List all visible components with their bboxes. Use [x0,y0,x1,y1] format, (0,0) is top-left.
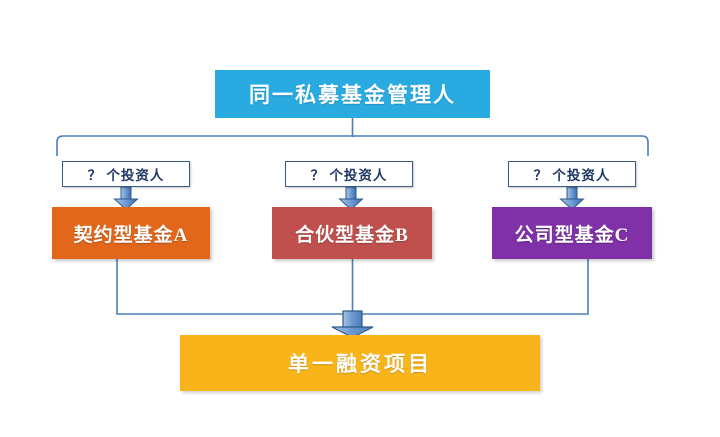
fund-box-partnership-b[interactable]: 合伙型基金B [272,207,432,259]
distribution-bracket [56,135,649,156]
investor-label-a[interactable]: ？ 个投资人 [62,161,190,187]
fund-merge-rail [116,259,589,315]
investor-label-c[interactable]: ？ 个投资人 [508,161,636,187]
merge-to-project-arrow [331,310,374,339]
investor-label-b[interactable]: ？ 个投资人 [285,161,413,187]
manager-box[interactable]: 同一私募基金管理人 [215,70,490,118]
project-box[interactable]: 单一融资项目 [180,335,540,391]
fund-box-contractual-a[interactable]: 契约型基金A [52,207,210,259]
fund-box-corporate-c[interactable]: 公司型基金C [492,207,652,259]
